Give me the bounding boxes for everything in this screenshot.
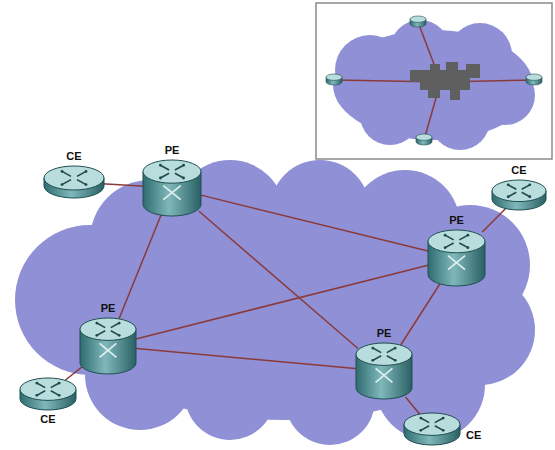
network-link	[199, 211, 358, 348]
router-icon	[410, 16, 426, 27]
router-label: PE	[449, 215, 464, 226]
network-link	[102, 184, 145, 187]
router-icon	[492, 180, 546, 210]
network-link	[134, 348, 358, 368]
router-icon	[356, 343, 412, 399]
network-link	[406, 397, 421, 415]
network-link	[401, 284, 440, 345]
router-label: CE	[466, 430, 481, 441]
ce-router: CE	[44, 166, 104, 198]
network-link	[134, 265, 430, 340]
pe-router: PE	[143, 160, 201, 216]
router-icon	[80, 318, 136, 374]
router-icon	[526, 74, 542, 85]
router-label: CE	[40, 414, 55, 425]
router-icon	[356, 343, 412, 399]
pe-router: PE	[428, 230, 485, 286]
router-icon	[404, 413, 460, 445]
router-icon	[326, 74, 342, 85]
router-label: PE	[165, 145, 180, 156]
router-icon	[416, 134, 432, 145]
router-icon	[44, 166, 104, 198]
network-link	[482, 208, 506, 232]
network-link	[119, 214, 162, 320]
router-icon	[20, 378, 76, 410]
pe-router: PE	[356, 343, 412, 399]
router-icon	[404, 413, 460, 445]
inset-panel	[316, 3, 552, 159]
ce-router: CE	[492, 180, 546, 210]
network-link	[66, 367, 83, 380]
network-link	[199, 195, 430, 252]
router-label: PE	[377, 328, 392, 339]
router-icon	[44, 166, 104, 198]
router-icon	[143, 160, 201, 216]
router-icon	[428, 230, 485, 286]
pe-router: PE	[80, 318, 136, 374]
router-icon	[143, 160, 201, 216]
router-label: CE	[66, 151, 81, 162]
ce-router: CE	[404, 413, 460, 445]
router-icon	[80, 318, 136, 374]
router-label: CE	[511, 165, 526, 176]
router-icon	[20, 378, 76, 410]
router-label: PE	[101, 303, 116, 314]
ce-router: CE	[20, 378, 76, 410]
cloud-shape	[15, 160, 535, 445]
router-icon	[492, 180, 546, 210]
router-icon	[428, 230, 485, 286]
switch-fabric	[410, 62, 480, 100]
